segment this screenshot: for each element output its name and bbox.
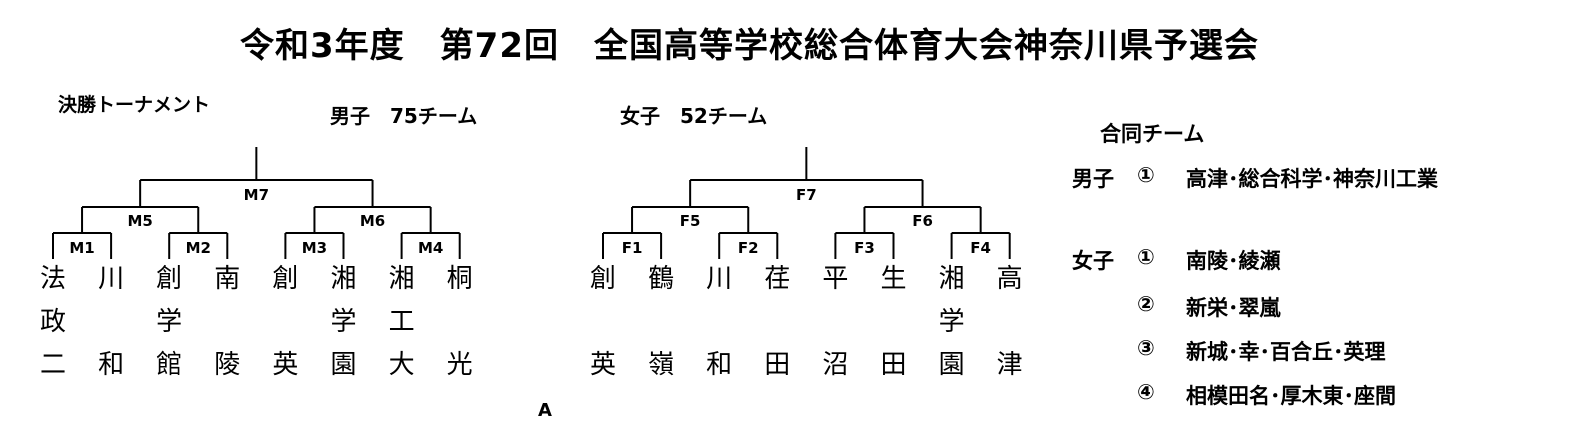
team-name-char: 湘	[388, 264, 415, 294]
team-name-char: 川	[706, 264, 733, 294]
team-name-char: 創	[156, 264, 183, 294]
team-name-char	[588, 301, 618, 344]
team-name-char: 湘	[938, 264, 965, 294]
joint-girls-teams: 新城･幸･百合丘･英理	[1186, 340, 1386, 364]
girls-team-6: 湘学園	[937, 258, 967, 387]
boys-match-M3: M3	[301, 239, 328, 257]
boys-team-0: 法政二	[38, 258, 68, 387]
team-name-char: 政	[39, 307, 66, 337]
team-name-char: 荏	[764, 264, 791, 294]
team-name-char: 沼	[822, 350, 849, 380]
boys-team-4: 創英	[270, 258, 300, 387]
boys-match-M2: M2	[185, 239, 211, 257]
team-name-char: 創	[589, 264, 616, 294]
girls-team-1: 鶴嶺	[646, 258, 676, 387]
team-name-char: 川	[98, 264, 125, 294]
joint-girls-teams: 相模田名･厚木東･座間	[1186, 384, 1396, 408]
team-name-char: 学	[156, 307, 183, 337]
team-name-char: 学	[330, 307, 357, 337]
team-name-char: 和	[98, 350, 125, 380]
boys-team-6: 湘工大	[387, 258, 417, 387]
team-name-char: 南	[214, 264, 241, 294]
team-name-char: 田	[880, 350, 907, 380]
team-name-char: 館	[156, 350, 183, 380]
joint-girls-teams: 南陵･綾瀬	[1186, 249, 1281, 273]
team-name-char: 学	[938, 307, 965, 337]
joint-girls-num: ②	[1137, 292, 1155, 316]
girls-match-F5: F5	[679, 212, 701, 230]
team-name-char	[646, 301, 676, 344]
team-name-char	[762, 301, 792, 344]
girls-team-3: 荏田	[762, 258, 792, 387]
team-name-char: 大	[388, 350, 415, 380]
joint-boys-num: ①	[1137, 163, 1155, 187]
team-name-char: 二	[39, 350, 66, 380]
girls-team-0: 創英	[588, 258, 618, 387]
girls-header: 女子 52チーム	[620, 104, 768, 128]
boys-match-M5: M5	[127, 212, 153, 230]
boys-match-M4: M4	[417, 239, 444, 257]
team-name-char: 園	[938, 350, 965, 380]
joint-heading: 合同チーム	[1100, 122, 1205, 146]
footer-mark: A	[538, 400, 552, 421]
girls-match-F7: F7	[796, 186, 817, 204]
team-name-char: 園	[330, 350, 357, 380]
team-name-char	[96, 301, 126, 344]
joint-girls-label: 女子	[1072, 249, 1114, 273]
team-name-char: 平	[822, 264, 849, 294]
boys-team-5: 湘学園	[329, 258, 359, 387]
boys-team-2: 創学館	[154, 258, 184, 387]
team-name-char: 鶴	[648, 264, 675, 294]
girls-team-2: 川和	[704, 258, 734, 387]
boys-team-7: 桐光	[445, 258, 475, 387]
joint-girls-num: ①	[1137, 245, 1155, 269]
boys-match-M6: M6	[359, 212, 386, 230]
team-name-char: 桐	[446, 264, 473, 294]
boys-header: 男子 75チーム	[330, 104, 478, 128]
team-name-char	[820, 301, 850, 344]
boys-team-3: 南陵	[212, 258, 242, 387]
team-name-char: 生	[880, 264, 907, 294]
team-name-char	[445, 301, 475, 344]
team-name-char: 英	[272, 350, 299, 380]
team-name-char: 光	[446, 350, 473, 380]
girls-team-4: 平沼	[820, 258, 850, 387]
joint-boys-teams: 高津･総合科学･神奈川工業	[1186, 167, 1438, 191]
girls-match-F6: F6	[912, 212, 933, 230]
girls-match-F4: F4	[970, 239, 991, 257]
team-name-char	[995, 301, 1025, 344]
team-name-char: 嶺	[648, 350, 675, 380]
team-name-char: 英	[589, 350, 616, 380]
joint-girls-teams: 新栄･翠嵐	[1186, 296, 1281, 320]
team-name-char: 陵	[214, 350, 241, 380]
team-name-char	[704, 301, 734, 344]
girls-match-F1: F1	[621, 239, 643, 257]
team-name-char	[270, 301, 300, 344]
team-name-char: 津	[996, 350, 1023, 380]
team-name-char	[879, 301, 909, 344]
page-title: 令和3年度 第72回 全国高等学校総合体育大会神奈川県予選会	[240, 26, 1259, 66]
section-label: 決勝トーナメント	[58, 94, 211, 116]
girls-team-5: 生田	[879, 258, 909, 387]
team-name-char: 湘	[330, 264, 357, 294]
team-name-char	[212, 301, 242, 344]
team-name-char: 高	[996, 264, 1023, 294]
team-name-char: 法	[39, 264, 66, 294]
girls-match-F3: F3	[854, 239, 875, 257]
team-name-char: 創	[272, 264, 299, 294]
boys-match-M1: M1	[69, 239, 95, 257]
team-name-char: 和	[706, 350, 733, 380]
team-name-char: 田	[764, 350, 791, 380]
boys-match-M7: M7	[243, 186, 270, 204]
girls-match-F2: F2	[737, 239, 759, 257]
team-name-char: 工	[388, 307, 415, 337]
boys-team-1: 川和	[96, 258, 126, 387]
joint-girls-num: ④	[1137, 380, 1155, 404]
girls-team-7: 高津	[995, 258, 1025, 387]
joint-boys-label: 男子	[1072, 167, 1114, 191]
joint-girls-num: ③	[1137, 336, 1155, 360]
